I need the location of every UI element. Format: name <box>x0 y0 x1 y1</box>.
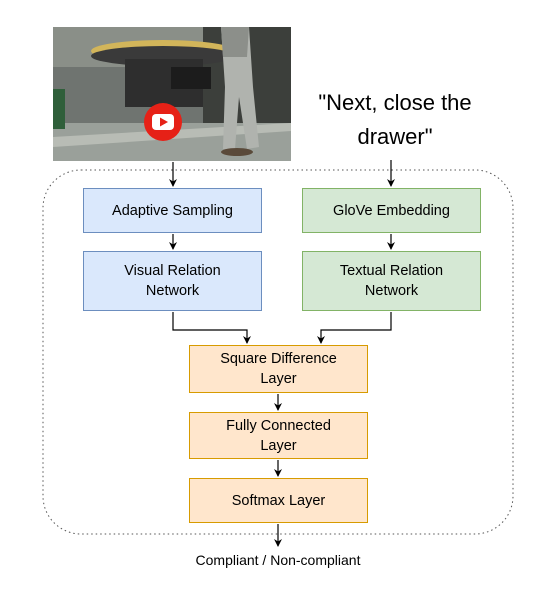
textual-relation-line-1: Textual Relation <box>339 263 444 279</box>
glove-embedding-label: GloVe Embedding <box>333 202 450 219</box>
adaptive-sampling-box: Adaptive Sampling <box>83 188 262 233</box>
visual-relation-line-1: Visual Relation <box>124 263 221 279</box>
arrow-visual-to-square <box>172 312 251 344</box>
arrow-textual-to-square <box>317 312 392 344</box>
youtube-play-icon[interactable] <box>143 102 183 142</box>
textual-relation-network-box: Textual Relation Network <box>302 251 481 311</box>
instruction-line-1: "Next, close the <box>318 90 472 115</box>
fully-connected-line-2: Layer <box>260 437 297 454</box>
fully-connected-line-1: Fully Connected <box>226 417 331 434</box>
instruction-text: "Next, close the drawer" <box>290 86 500 154</box>
square-difference-line-1: Square Difference <box>220 351 337 367</box>
softmax-layer-box: Softmax Layer <box>189 478 368 523</box>
fully-connected-layer-box: Fully Connected Layer <box>189 412 368 459</box>
softmax-label: Softmax Layer <box>231 492 326 509</box>
instruction-line-2: drawer" <box>357 124 433 149</box>
video-thumbnail[interactable] <box>53 27 291 161</box>
visual-relation-line-2: Network <box>145 283 200 299</box>
square-difference-line-2: Layer <box>260 371 297 387</box>
adaptive-sampling-label: Adaptive Sampling <box>112 202 233 219</box>
textual-relation-line-2: Network <box>364 283 419 299</box>
visual-relation-network-box: Visual Relation Network <box>83 251 262 311</box>
square-difference-layer-box: Square Difference Layer <box>189 345 368 393</box>
output-label: Compliant / Non-compliant <box>195 552 361 568</box>
glove-embedding-box: GloVe Embedding <box>302 188 481 233</box>
